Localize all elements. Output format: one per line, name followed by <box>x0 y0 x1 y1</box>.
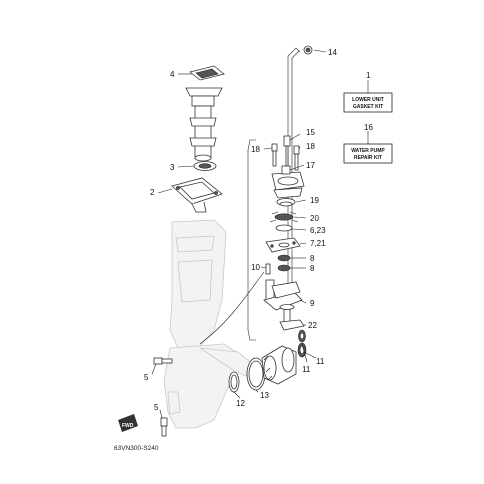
callout-3: 3 <box>170 163 175 172</box>
callout-18-left: 18 <box>251 145 260 154</box>
callout-5-upper: 5 <box>144 373 149 382</box>
part-8-seals <box>277 254 291 272</box>
kit-lower-line1: LOWER UNIT <box>352 97 384 103</box>
part-5-bolt-upper <box>153 357 173 365</box>
callout-12: 12 <box>236 399 245 408</box>
kit-lower-line2: GASKET KIT <box>353 104 383 110</box>
fwd-badge-label: FWD <box>122 423 134 429</box>
part-3-seal <box>193 161 217 171</box>
callout-8-lower: 8 <box>310 264 315 273</box>
callout-19: 19 <box>310 196 319 205</box>
callout-17: 17 <box>306 161 315 170</box>
part-19-insert <box>276 198 296 207</box>
part-9-housing <box>263 279 303 327</box>
fwd-badge: FWD <box>118 414 138 432</box>
callout-8-upper: 8 <box>310 254 315 263</box>
part-11-seals <box>297 329 307 358</box>
part-12-oring <box>228 371 240 393</box>
leader-lines <box>151 49 369 419</box>
kit-pump-line2: REPAIR KIT <box>354 155 382 161</box>
callout-7-21: 7,21 <box>310 239 326 248</box>
callout-13: 13 <box>260 391 269 400</box>
part-20-impeller <box>269 211 299 223</box>
callout-14: 14 <box>328 48 337 57</box>
callout-18-right: 18 <box>306 142 315 151</box>
water-tube-assembly <box>185 87 223 162</box>
callout-20: 20 <box>310 214 319 223</box>
group-bracket <box>199 139 265 345</box>
callout-4: 4 <box>170 70 175 79</box>
callout-22: 22 <box>308 321 317 330</box>
part-5-bolt-lower <box>160 417 168 437</box>
callout-6-23: 6,23 <box>310 226 326 235</box>
callout-9: 9 <box>310 299 315 308</box>
part-10-bolt <box>265 263 271 275</box>
part-6-23-gasket <box>275 224 293 232</box>
callout-2: 2 <box>150 188 155 197</box>
callout-15: 15 <box>306 128 315 137</box>
callout-5-lower: 5 <box>154 403 159 412</box>
callout-16: 16 <box>364 123 373 132</box>
part-4-damper <box>189 65 225 81</box>
part-7-21-plate <box>265 237 301 253</box>
prop-shaft-housing <box>261 345 297 385</box>
lower-unit-gasket-kit-box: LOWER UNIT GASKET KIT <box>343 92 393 113</box>
callout-11-right: 11 <box>316 357 325 366</box>
callout-labels: 1 16 14 4 3 2 15 18 18 17 19 20 6,23 7,2… <box>144 48 373 412</box>
kit-pump-line1: WATER PUMP <box>351 148 385 154</box>
callout-1: 1 <box>366 71 371 80</box>
part-22-gasket <box>279 319 305 331</box>
lower-unit-housing-outline <box>163 219 251 429</box>
callout-11-left: 11 <box>302 365 311 374</box>
part-2-gasket <box>171 177 223 213</box>
diagram-code: 63VN300-S240 <box>114 445 159 452</box>
pump-bolts <box>271 135 300 171</box>
water-pump-repair-kit-box: WATER PUMP REPAIR KIT <box>343 143 393 164</box>
part-17-pump-housing <box>271 165 305 199</box>
callout-10: 10 <box>251 263 260 272</box>
